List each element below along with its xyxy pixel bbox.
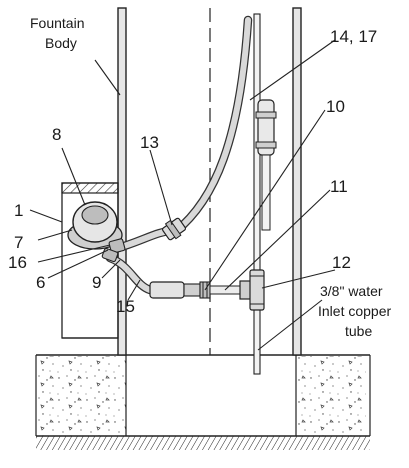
leader-lines xyxy=(29,39,336,351)
connector-13 xyxy=(161,217,187,241)
tee-fitting xyxy=(239,269,265,311)
concrete-base xyxy=(35,354,371,436)
label-part-9: 9 xyxy=(92,273,101,292)
label-part-12: 12 xyxy=(332,253,351,272)
inline-valve xyxy=(149,281,241,299)
label-part-1: 1 xyxy=(14,201,23,220)
pump-assembly xyxy=(67,201,126,263)
label-part-15: 15 xyxy=(116,297,135,316)
label-part-11: 11 xyxy=(330,177,348,196)
ground-hatching xyxy=(36,435,370,450)
label-part-8: 8 xyxy=(52,125,61,144)
label-part-10: 10 xyxy=(326,97,345,116)
water-inlet-tube xyxy=(253,13,277,375)
label-water-inlet-3: tube xyxy=(345,323,372,339)
label-part-13: 13 xyxy=(140,133,159,152)
feed-tube xyxy=(170,15,253,237)
label-fountain-body-1: Fountain xyxy=(30,15,84,31)
label-part-16: 16 xyxy=(8,253,27,272)
label-part-14-17: 14, 17 xyxy=(330,27,377,46)
label-part-6: 6 xyxy=(36,273,45,292)
label-water-inlet-2: Inlet copper xyxy=(318,303,391,319)
label-fountain-body-2: Body xyxy=(45,35,77,51)
label-water-inlet-1: 3/8" water xyxy=(320,283,383,299)
label-part-7: 7 xyxy=(14,233,23,252)
